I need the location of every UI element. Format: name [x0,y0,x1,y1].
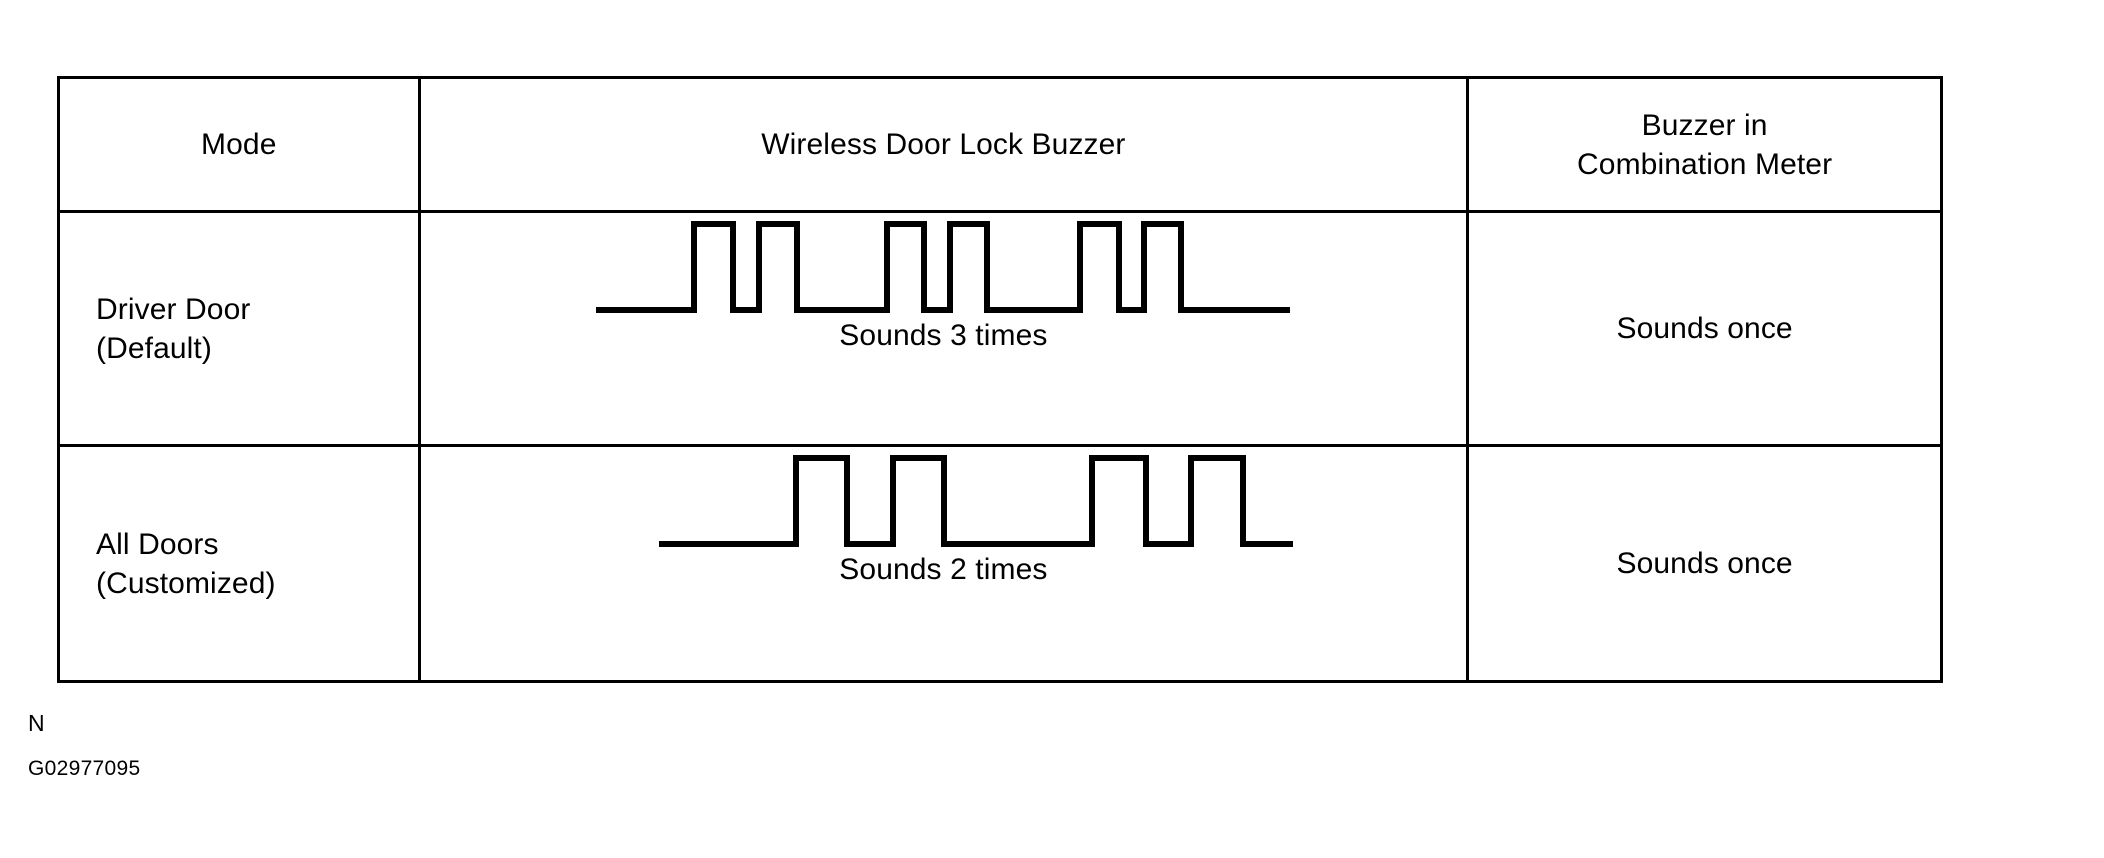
header-cell-buzzer-in-combination-meter: Buzzer in Combination Meter [1466,76,1943,213]
cell-mode-all-doors: All Doors (Customized) [57,444,421,683]
figure-id-label: G02977095 [28,757,141,780]
note-letter: N [28,710,45,736]
table-row-all-doors: All Doors (Customized) Sounds 2 times So… [57,444,1943,683]
cell-waveform-all-doors: Sounds 2 times [417,444,1470,683]
mode-all-doors-line-2: (Customized) [96,566,276,600]
mode-driver-door-line-2: (Default) [96,331,212,365]
waveform-wrap-driver-door: Sounds 3 times [421,213,1467,444]
wireless-door-lock-buzzer-table: Mode Wireless Door Lock Buzzer Buzzer in… [57,76,1943,683]
header-wireless-label: Wireless Door Lock Buzzer [761,128,1126,161]
table-header-row: Mode Wireless Door Lock Buzzer Buzzer in… [57,76,1943,213]
header-meter-line-2: Combination Meter [1577,147,1833,181]
waveform-sounds-2-times-icon [659,455,1294,547]
mode-all-doors-line-1: All Doors [96,527,219,561]
waveform-wrap-all-doors: Sounds 2 times [421,447,1467,680]
meter-value-all-doors: Sounds once [1616,547,1793,580]
header-cell-mode: Mode [57,76,421,213]
cell-meter-driver-door: Sounds once [1466,210,1943,447]
header-mode-label: Mode [201,128,277,161]
mode-driver-door-line-1: Driver Door [96,292,251,326]
header-cell-wireless-door-lock-buzzer: Wireless Door Lock Buzzer [417,76,1470,213]
cell-meter-all-doors: Sounds once [1466,444,1943,683]
table-row-driver-door: Driver Door (Default) Sounds 3 times Sou… [57,210,1943,447]
cell-mode-driver-door: Driver Door (Default) [57,210,421,447]
waveform-caption-driver-door: Sounds 3 times [839,319,1048,352]
cell-waveform-driver-door: Sounds 3 times [417,210,1470,447]
header-meter-label: Buzzer in Combination Meter [1469,106,1940,184]
meter-value-driver-door: Sounds once [1616,312,1793,345]
waveform-sounds-3-times-icon [596,221,1291,313]
header-meter-line-1: Buzzer in [1641,108,1768,142]
waveform-caption-all-doors: Sounds 2 times [839,553,1048,586]
